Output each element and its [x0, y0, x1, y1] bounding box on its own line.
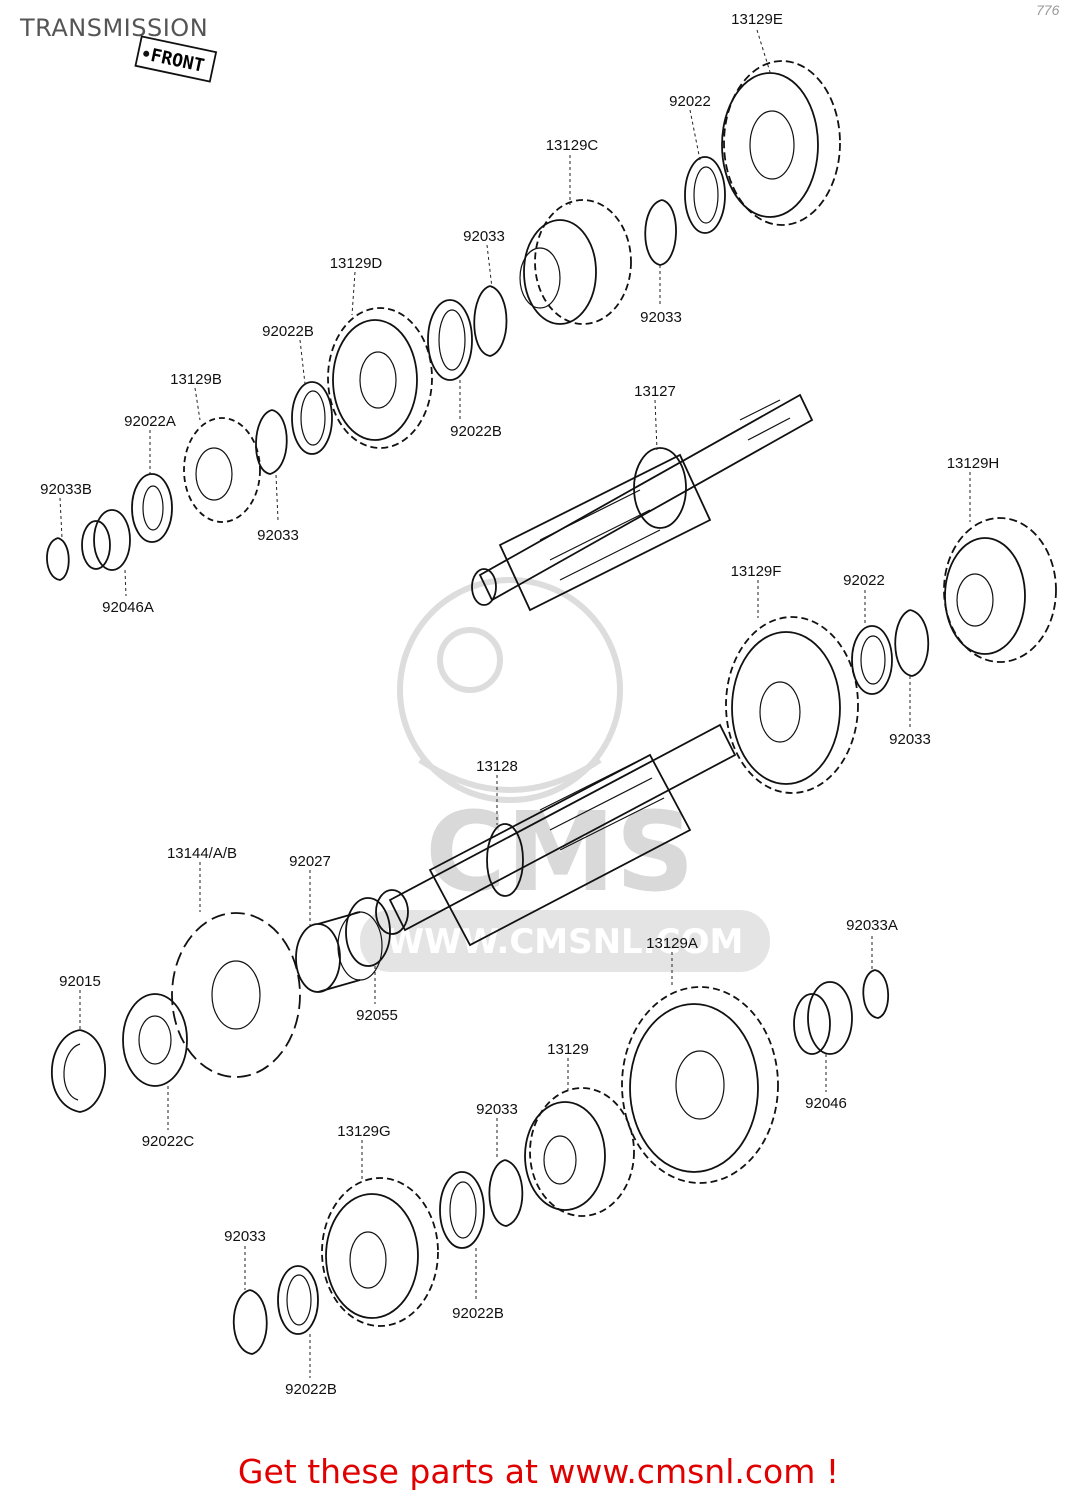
- label-92022B-c: 92022B: [452, 1305, 504, 1322]
- washer-92022C: [122, 993, 188, 1087]
- label-13144AB: 13144/A/B: [167, 845, 237, 862]
- label-92022B-b: 92022B: [450, 423, 502, 440]
- page-number-mark: 776: [1036, 2, 1060, 18]
- circlip-92033-c: [255, 409, 288, 475]
- circlip-92033A: [862, 969, 890, 1019]
- circlip-92033B: [46, 537, 70, 581]
- label-92033-a: 92033: [463, 228, 505, 245]
- leader-lines: [59, 29, 971, 1378]
- label-13129C: 13129C: [546, 137, 599, 154]
- label-92033-c: 92033: [257, 527, 299, 544]
- circlip-92033-b: [473, 285, 508, 357]
- gear-13129H: [943, 517, 1057, 663]
- page-title: TRANSMISSION: [20, 14, 209, 42]
- watermark-logo-icon: [397, 577, 623, 803]
- label-92022-b: 92022: [843, 572, 885, 589]
- label-92015: 92015: [59, 973, 101, 990]
- label-92022-a: 92022: [669, 93, 711, 110]
- o-ring-92055: [345, 897, 391, 967]
- gear-13129C: [519, 199, 632, 325]
- label-13129D: 13129D: [330, 255, 383, 272]
- label-92033-f: 92033: [224, 1228, 266, 1245]
- washer-92022-middle: [851, 625, 893, 695]
- needle-bearing-92046A: [81, 509, 131, 571]
- svg-text:FRONT: FRONT: [149, 45, 207, 77]
- label-92033A: 92033A: [846, 917, 898, 934]
- seal-92015: [50, 1029, 107, 1113]
- gear-13129G: [321, 1177, 439, 1327]
- washer-92022B-upper: [427, 299, 473, 381]
- washer-92022A: [131, 473, 173, 543]
- circlip-92033-e: [488, 1159, 524, 1227]
- circlip-92033-f: [232, 1289, 268, 1355]
- needle-bearing-92046: [793, 981, 853, 1055]
- label-92046A: 92046A: [102, 599, 154, 616]
- label-13129H: 13129H: [947, 455, 1000, 472]
- label-13128: 13128: [476, 758, 518, 775]
- exploded-parts-diagram: CMS WWW.CMSNL.COM FRONT: [40, 11, 1057, 1398]
- washer-92022-upper: [684, 156, 726, 234]
- label-92022C: 92022C: [142, 1133, 195, 1150]
- shaft-13128: [375, 723, 737, 947]
- label-13129: 13129: [547, 1041, 589, 1058]
- label-92033-d: 92033: [889, 731, 931, 748]
- label-13129F: 13129F: [731, 563, 782, 580]
- label-13129B: 13129B: [170, 371, 222, 388]
- label-13129G: 13129G: [337, 1123, 390, 1140]
- gear-13129A: [621, 986, 779, 1184]
- sprocket-13144: [171, 912, 301, 1078]
- label-92022B-a: 92022B: [262, 323, 314, 340]
- gear-13129B: [183, 417, 261, 523]
- label-92055: 92055: [356, 1007, 398, 1024]
- label-13127: 13127: [634, 383, 676, 400]
- shaft-13127: [471, 393, 814, 612]
- washer-92022B-b: [291, 381, 333, 455]
- label-92033-b: 92033: [640, 309, 682, 326]
- part-labels: 13129E 92022 13129C 92033 92033 13129D 9…: [40, 11, 999, 1398]
- front-direction-marker: FRONT: [134, 35, 218, 83]
- washer-92022B-bottom: [277, 1265, 319, 1335]
- label-92046: 92046: [805, 1095, 847, 1112]
- label-92022A: 92022A: [124, 413, 176, 430]
- circlip-92033-a: [644, 199, 677, 266]
- gear-13129F: [725, 616, 859, 794]
- gear-13129: [524, 1087, 635, 1217]
- watermark-url: WWW.CMSNL.COM: [387, 922, 744, 962]
- washer-92022B-lower: [439, 1171, 485, 1249]
- label-92033B: 92033B: [40, 481, 92, 498]
- gear-13129E: [721, 60, 841, 226]
- watermark: CMS WWW.CMSNL.COM: [360, 577, 770, 972]
- circlip-92033-d: [894, 609, 930, 677]
- label-13129A: 13129A: [646, 935, 698, 952]
- get-parts-link[interactable]: Get these parts at www.cmsnl.com !: [237, 1452, 840, 1491]
- gear-13129D: [327, 307, 433, 449]
- label-13129E: 13129E: [731, 11, 783, 28]
- collar-92027: [295, 911, 383, 993]
- label-92027: 92027: [289, 853, 331, 870]
- label-92033-e: 92033: [476, 1101, 518, 1118]
- label-92022B-d: 92022B: [285, 1381, 337, 1398]
